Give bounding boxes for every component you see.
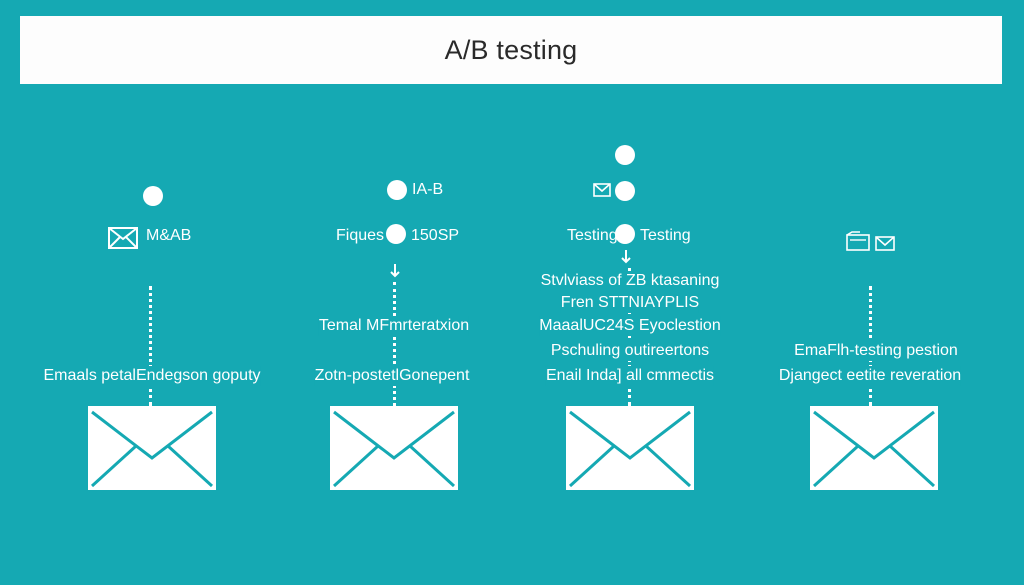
envelope-icon xyxy=(88,406,216,490)
col4-line-2: Djangect eetite reveration xyxy=(778,366,962,386)
dot-marker xyxy=(615,145,635,165)
arrow-down-icon xyxy=(390,264,400,278)
col2-left-label: Fiques xyxy=(336,227,385,244)
col3-line-5: Enail Inda] all cmmectis xyxy=(545,366,715,386)
col2-top-tag: IA-B xyxy=(412,181,444,198)
envelope-icon xyxy=(593,183,611,197)
col3-right-label: Testing xyxy=(640,227,691,244)
col2-connector xyxy=(393,282,396,406)
card-icon xyxy=(846,231,870,251)
dot-marker xyxy=(615,181,635,201)
col3-connector xyxy=(628,268,631,406)
title-bar: A/B testing xyxy=(20,16,1002,84)
col4-line-1: EmaFlh-testing pestion xyxy=(794,341,958,361)
dot-marker xyxy=(143,186,163,206)
page-title: A/B testing xyxy=(444,34,578,65)
col2-right-label: 150SP xyxy=(411,227,460,244)
col3-line-4: Pschuling outireertons xyxy=(550,341,710,361)
col3-line-1: Stvlviass of ZB ktasaning xyxy=(540,271,720,291)
col3-left-label: Testing xyxy=(567,227,618,244)
envelope-icon xyxy=(810,406,938,490)
envelope-icon xyxy=(566,406,694,490)
envelope-icon xyxy=(875,236,895,251)
col3-line-3: MaaalUC24S Eyoclestion xyxy=(539,316,721,336)
dot-marker xyxy=(387,180,407,200)
col3-line-2: Fren STTNIAYPLIS xyxy=(560,293,700,313)
col2-mid-label: Temal MFmrteratxion xyxy=(318,316,470,336)
dot-marker xyxy=(615,224,635,244)
envelope-icon xyxy=(330,406,458,490)
arrow-down-icon xyxy=(621,250,631,264)
envelope-icon xyxy=(108,227,138,249)
col1-caption: Emaals petalEndegson goputy xyxy=(43,366,261,386)
col2-caption: Zotn-postetlGonepent xyxy=(314,366,470,386)
dot-marker xyxy=(386,224,406,244)
col1-tag: M&AB xyxy=(146,227,192,244)
col1-connector xyxy=(149,286,152,406)
